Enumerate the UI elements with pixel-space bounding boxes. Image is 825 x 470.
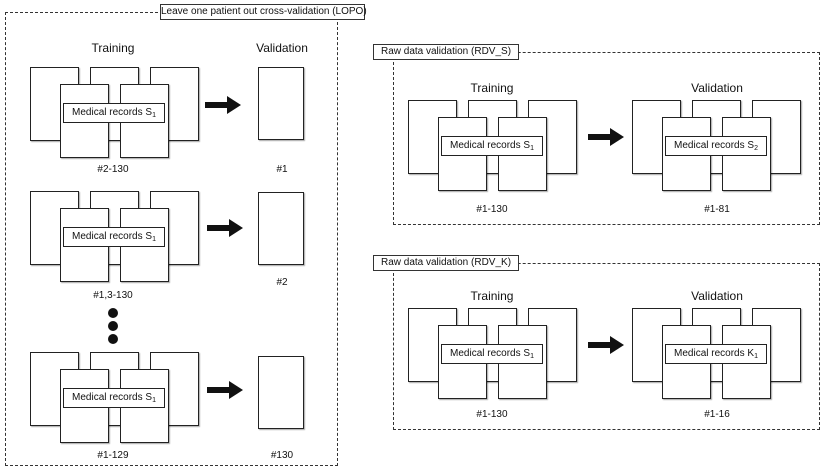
medical-records-label-text: Medical records S: [450, 348, 531, 359]
medical-records-label-subscript: 1: [530, 145, 534, 152]
right-arrow-icon: [207, 219, 243, 237]
lopo-fold-1-training-stack: Medical records S1: [30, 67, 202, 161]
validation-record-card: [258, 192, 304, 265]
rdv-k-training-stack: Medical records S1: [408, 308, 580, 402]
lopo-fold-130-training-stack: Medical records S1: [30, 352, 202, 446]
lopo-fold-130-training-range: #1-129: [97, 450, 129, 461]
medical-records-label-text: Medical records S: [72, 392, 153, 403]
rdv-k-training-header: Training: [470, 289, 514, 303]
rdv-s-panel-title: Raw data validation (RDV_S): [373, 44, 519, 60]
rdv-s-panel: [393, 52, 820, 225]
validation-record-card: [258, 67, 304, 140]
right-arrow-icon: [588, 128, 624, 146]
lopo-fold-2-validation-range: #2: [276, 277, 288, 288]
lopo-fold-2-training-range: #1,3-130: [93, 290, 133, 301]
medical-records-label-subscript: 1: [754, 353, 758, 360]
ellipsis-dot: [108, 334, 118, 344]
training-record-card: [150, 67, 199, 141]
medical-records-label-text: Medical records S: [72, 107, 153, 118]
rdv-s-training-stack: Medical records S1: [408, 100, 580, 194]
rdv-s-validation-stack: Medical records S2: [632, 100, 804, 194]
medical-records-label-text: Medical records S: [674, 140, 755, 151]
rdv-s-training-header: Training: [470, 81, 514, 95]
medical-records-label-subscript: 1: [152, 236, 156, 243]
medical-records-label: Medical records S1: [441, 344, 543, 364]
validation-record-card: [258, 356, 304, 429]
medical-records-label-text: Medical records S: [450, 140, 531, 151]
rdv-k-validation-range: #1-16: [704, 409, 730, 420]
medical-records-label: Medical records S1: [441, 136, 543, 156]
rdv-k-validation-header: Validation: [691, 289, 743, 303]
rdv-k-validation-stack: Medical records K1: [632, 308, 804, 402]
medical-records-label-text: Medical records K: [674, 348, 755, 359]
right-arrow-icon: [205, 96, 241, 114]
medical-records-label-text: Medical records S: [72, 231, 153, 242]
lopo-fold-2-training-stack: Medical records S1: [30, 191, 202, 285]
rdv-k-panel-title: Raw data validation (RDV_K): [373, 255, 519, 271]
lopo-fold-1-training-range: #2-130: [97, 164, 129, 175]
lopo-fold-130-validation-range: #130: [270, 450, 294, 461]
medical-records-label-subscript: 1: [152, 112, 156, 119]
rdv-s-validation-header: Validation: [691, 81, 743, 95]
ellipsis-dot: [108, 308, 118, 318]
right-arrow-icon: [207, 381, 243, 399]
rdv-k-panel: [393, 263, 820, 430]
medical-records-label-subscript: 1: [152, 397, 156, 404]
medical-records-label: Medical records S1: [63, 227, 165, 247]
medical-records-label-subscript: 1: [530, 353, 534, 360]
medical-records-label: Medical records S1: [63, 103, 165, 123]
rdv-s-validation-range: #1-81: [704, 204, 730, 215]
lopo-validation-header: Validation: [256, 41, 308, 55]
medical-records-label-subscript: 2: [754, 145, 758, 152]
lopo-training-header: Training: [91, 41, 135, 55]
rdv-k-training-range: #1-130: [476, 409, 508, 420]
medical-records-label: Medical records S1: [63, 388, 165, 408]
medical-records-label: Medical records K1: [665, 344, 767, 364]
rdv-s-training-range: #1-130: [476, 204, 508, 215]
ellipsis-dot: [108, 321, 118, 331]
right-arrow-icon: [588, 336, 624, 354]
lopo-fold-1-validation-range: #1: [276, 164, 288, 175]
lopo-panel-title: Leave one patient out cross-validation (…: [160, 4, 367, 20]
medical-records-label: Medical records S2: [665, 136, 767, 156]
